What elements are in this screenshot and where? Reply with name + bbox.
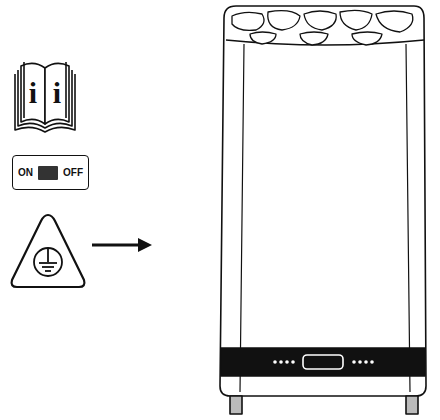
sauna-heater <box>220 6 426 414</box>
info-letter: i <box>53 78 61 108</box>
switch-label: OFF <box>63 168 83 178</box>
switch-label: ON <box>18 168 33 178</box>
pointer-arrow <box>92 238 152 252</box>
power-switch: ON OFF <box>12 155 89 190</box>
info-letter: i <box>29 78 37 108</box>
manual-icon <box>15 62 75 132</box>
rocker-switch <box>38 166 58 180</box>
ground-warning-icon <box>12 215 85 287</box>
